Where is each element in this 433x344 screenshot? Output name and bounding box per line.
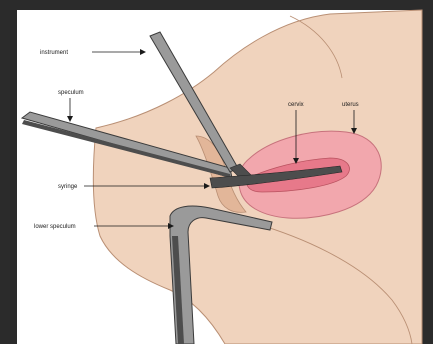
label-instrument-top: instrument — [40, 50, 68, 56]
label-syringe: syringe — [58, 184, 78, 190]
label-uterus: uterus — [342, 102, 359, 108]
label-lower-instrument: lower speculum — [34, 224, 76, 230]
label-cervix-tube: cervix — [288, 102, 304, 108]
label-speculum-upper: speculum — [58, 90, 84, 96]
